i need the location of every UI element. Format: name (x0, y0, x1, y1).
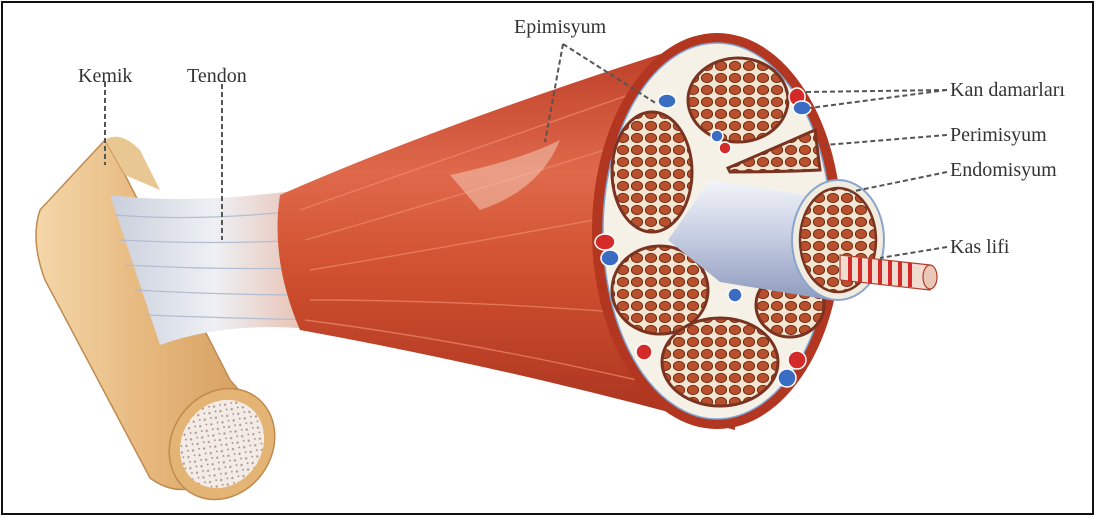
fascicle (612, 112, 692, 232)
label-tendon: Tendon (187, 66, 247, 86)
leader-kan-damarlari (805, 90, 947, 108)
leader-perimisyum (825, 135, 947, 145)
leader-endomisyum (850, 172, 947, 192)
fascicle (662, 318, 778, 406)
leader-kas-lifi (880, 247, 947, 258)
label-endomysium: Endomisyum (950, 160, 1057, 180)
label-bone: Kemik (78, 66, 132, 86)
fascicle (688, 58, 788, 142)
label-perimysium: Perimisyum (950, 125, 1047, 145)
label-muscle-fiber: Kas lifi (950, 237, 1009, 257)
label-blood-vessels: Kan damarları (950, 80, 1065, 100)
label-epimysium: Epimisyum (514, 17, 606, 37)
